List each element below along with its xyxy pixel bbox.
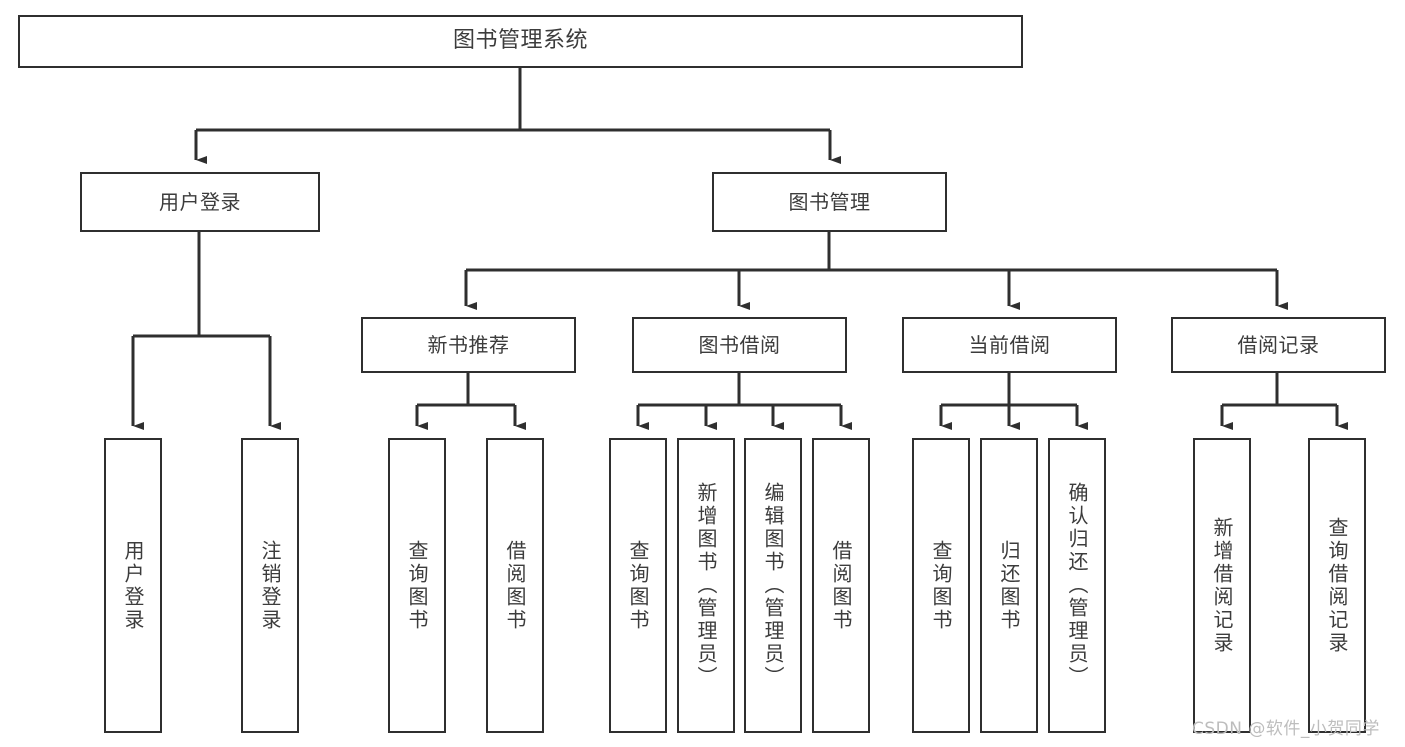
node-leaf-borrow-book-1[interactable]: 借阅图书: [486, 438, 544, 733]
node-leaf-return-book-label: 归还图书: [997, 539, 1021, 632]
node-leaf-borrow-book-2-label: 借阅图书: [829, 539, 853, 632]
node-leaf-query-book-3[interactable]: 查询图书: [912, 438, 970, 733]
node-new-book-recommend[interactable]: 新书推荐: [361, 317, 576, 373]
node-borrow-record[interactable]: 借阅记录: [1171, 317, 1386, 373]
node-leaf-return-book[interactable]: 归还图书: [980, 438, 1038, 733]
node-user-login-label: 用户登录: [159, 189, 241, 214]
node-new-book-recommend-label: 新书推荐: [427, 332, 510, 357]
node-root-system[interactable]: 图书管理系统: [18, 15, 1023, 68]
node-leaf-query-book-1-label: 查询图书: [405, 539, 429, 632]
node-leaf-query-record-label: 查询借阅记录: [1325, 516, 1349, 655]
node-leaf-add-record-label: 新增借阅记录: [1210, 516, 1234, 655]
csdn-watermark: CSDN @软件_小贺同学: [1192, 719, 1380, 739]
node-leaf-borrow-book-2[interactable]: 借阅图书: [812, 438, 870, 733]
node-leaf-query-book-1[interactable]: 查询图书: [388, 438, 446, 733]
node-current-borrow[interactable]: 当前借阅: [902, 317, 1117, 373]
node-leaf-borrow-book-1-label: 借阅图书: [503, 539, 527, 632]
node-leaf-query-book-3-label: 查询图书: [929, 539, 953, 632]
node-root-system-label: 图书管理系统: [452, 28, 588, 54]
node-leaf-add-book-label: 新增图书（管理员）: [694, 482, 718, 689]
node-leaf-edit-book-label: 编辑图书（管理员）: [761, 482, 785, 689]
node-leaf-query-book-2[interactable]: 查询图书: [609, 438, 667, 733]
node-leaf-logout-label: 注销登录: [258, 539, 282, 632]
node-book-manage-label: 图书管理: [788, 189, 871, 214]
node-leaf-confirm-return-label: 确认归还（管理员）: [1065, 482, 1089, 689]
node-leaf-add-record[interactable]: 新增借阅记录: [1193, 438, 1251, 733]
node-leaf-user-login[interactable]: 用户登录: [104, 438, 162, 733]
node-book-borrow[interactable]: 图书借阅: [632, 317, 847, 373]
node-leaf-edit-book[interactable]: 编辑图书（管理员）: [744, 438, 802, 733]
node-leaf-user-login-label: 用户登录: [121, 539, 145, 632]
node-leaf-logout[interactable]: 注销登录: [241, 438, 299, 733]
node-book-borrow-label: 图书借阅: [698, 332, 781, 357]
node-user-login[interactable]: 用户登录: [80, 172, 320, 232]
node-leaf-confirm-return[interactable]: 确认归还（管理员）: [1048, 438, 1106, 733]
node-leaf-query-record[interactable]: 查询借阅记录: [1308, 438, 1366, 733]
node-current-borrow-label: 当前借阅: [968, 332, 1051, 357]
node-leaf-add-book[interactable]: 新增图书（管理员）: [677, 438, 735, 733]
node-leaf-query-book-2-label: 查询图书: [626, 539, 650, 632]
node-borrow-record-label: 借阅记录: [1237, 332, 1320, 357]
node-book-manage[interactable]: 图书管理: [712, 172, 947, 232]
